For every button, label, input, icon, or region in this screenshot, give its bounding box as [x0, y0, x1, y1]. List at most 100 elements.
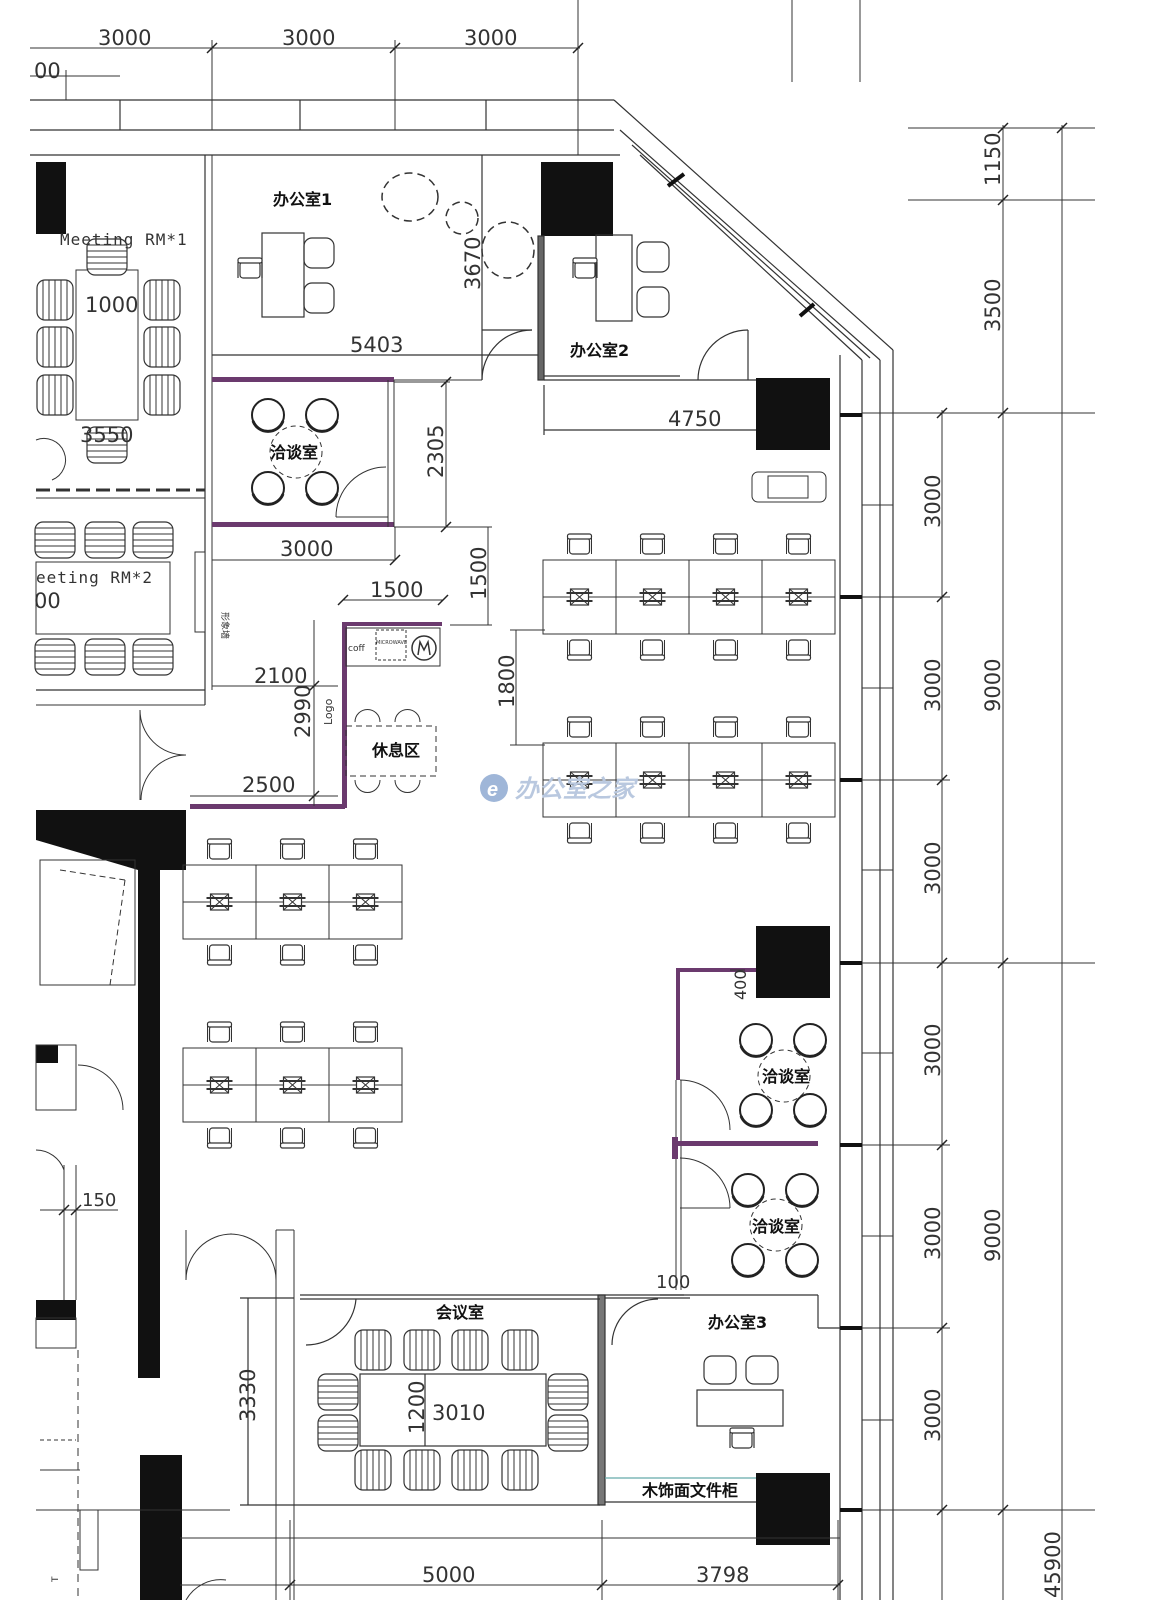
desk-chair [712, 822, 739, 844]
dim-gap-1500-v: 1500 [467, 547, 491, 600]
copier-icon [751, 471, 827, 503]
desk-chair [785, 822, 812, 844]
cabinet-label: 木饰面文件柜 [641, 1481, 738, 1500]
meeting-room-1 [35, 238, 181, 481]
dim-lounge-2990: 2990 [291, 685, 315, 738]
conference-room [240, 1294, 600, 1506]
dim-150-line [40, 1204, 118, 1216]
dim-office2-4750: 4750 [668, 407, 721, 431]
desk-chair [352, 1021, 379, 1043]
desk-chair-stack [784, 588, 813, 606]
desk-chair-stack [205, 893, 234, 911]
desk-chair [566, 822, 593, 844]
logo-label: Logo [322, 698, 335, 725]
desk-chair-stack [278, 1076, 307, 1094]
desk-chair-stack [784, 771, 813, 789]
desk-chair [639, 639, 666, 661]
dim-top-3: 3000 [464, 26, 517, 50]
meeting-room-2 [34, 521, 206, 676]
dim-right-3500: 3500 [981, 279, 1005, 332]
desk-chair [206, 1021, 233, 1043]
workstation-cluster [182, 1021, 403, 1149]
desk-chair [352, 838, 379, 860]
workstation-cluster [542, 533, 836, 661]
watermark-text: 办公室之家 [515, 775, 639, 803]
top-dimension-chain [30, 0, 861, 155]
desk-chair [639, 533, 666, 555]
dim-right-3000-f: 3000 [921, 1389, 945, 1442]
desk-chair [279, 944, 306, 966]
dim-left-partial: 00 [34, 589, 61, 613]
bottom-dimension-chain [180, 1520, 844, 1600]
desk-chair [566, 533, 593, 555]
desk-chair [279, 838, 306, 860]
desk-chair [206, 1127, 233, 1149]
dim-right-3000-d: 3000 [921, 1024, 945, 1077]
desk-chair [785, 639, 812, 661]
desk-chair [352, 944, 379, 966]
dim-pantry-1500: 1500 [370, 578, 423, 602]
desk-chair [712, 533, 739, 555]
desk-chair-stack [711, 771, 740, 789]
desk-chair-stack [278, 893, 307, 911]
dim-small-150: 150 [82, 1190, 116, 1211]
dim-office1-height: 3670 [461, 237, 485, 290]
structural-columns [36, 162, 830, 1600]
dim-right-45900: 45900 [1041, 1531, 1065, 1598]
lounge-area [190, 594, 449, 809]
negotiation-room-top [212, 376, 492, 626]
dim-bottom-3798: 3798 [696, 1563, 749, 1587]
desk-chair-stack [351, 1076, 380, 1094]
office-2 [537, 234, 756, 435]
dim-desk-gap-1800: 1800 [495, 655, 519, 708]
dim-right-9000-b: 9000 [981, 1209, 1005, 1262]
workstation-cluster [182, 838, 403, 966]
dim-neg-height: 2305 [424, 425, 448, 478]
desk-chair-stack [205, 1076, 234, 1094]
meeting-rm1-label: Meeting RM*1 [60, 230, 188, 249]
desk-chair [639, 822, 666, 844]
workstations [182, 533, 836, 1149]
negotiation-right2-label: 洽谈室 [752, 1217, 800, 1236]
dim-right-3000-b: 3000 [921, 659, 945, 712]
workstation-cluster [542, 716, 836, 844]
desk-chair [279, 1127, 306, 1149]
coffee-label: coff [348, 644, 365, 654]
svg-text:e: e [487, 779, 498, 801]
office1-label: 办公室1 [273, 190, 332, 209]
meeting-room-label: 会议室 [436, 1303, 484, 1322]
office3-label: 办公室3 [708, 1313, 767, 1332]
right-dimension-chain [862, 122, 1095, 1600]
exterior-wall-top [30, 99, 894, 1600]
meeting-rm2-label: eeting RM*2 [36, 568, 153, 587]
dim-top-1: 3000 [98, 26, 151, 50]
negotiation-right1-label: 洽谈室 [762, 1067, 810, 1086]
facade-panels [862, 504, 893, 1421]
window-mullions [666, 172, 862, 1512]
negotiation-rooms-right [672, 968, 828, 1290]
dim-small-100: 100 [656, 1272, 690, 1293]
desk-chair-stack [565, 588, 594, 606]
dim-right-1150: 1150 [981, 133, 1005, 186]
desk-chair [279, 1021, 306, 1043]
office-1 [212, 155, 540, 381]
office2-label: 办公室2 [570, 341, 629, 360]
dim-right-3000-a: 3000 [921, 475, 945, 528]
dim-meeting1-len: 3550 [80, 423, 133, 447]
microwave-label: MICROWAVE [376, 640, 407, 646]
lounge-label: 休息区 [371, 741, 420, 760]
svg-text:T: T [51, 1576, 61, 1583]
dim-neg-width: 3000 [280, 537, 333, 561]
desk-chair [785, 533, 812, 555]
desk-gap-dimension [510, 629, 545, 746]
desk-chair [712, 639, 739, 661]
desk-chair [785, 716, 812, 738]
desk-chair-stack [351, 893, 380, 911]
dim-right-9000-a: 9000 [981, 659, 1005, 712]
dim-top-left-partial: 00 [34, 59, 61, 83]
desk-chair [206, 944, 233, 966]
desk-chair-stack [638, 771, 667, 789]
desk-chair [206, 838, 233, 860]
dim-bottom-5000: 5000 [422, 1563, 475, 1587]
